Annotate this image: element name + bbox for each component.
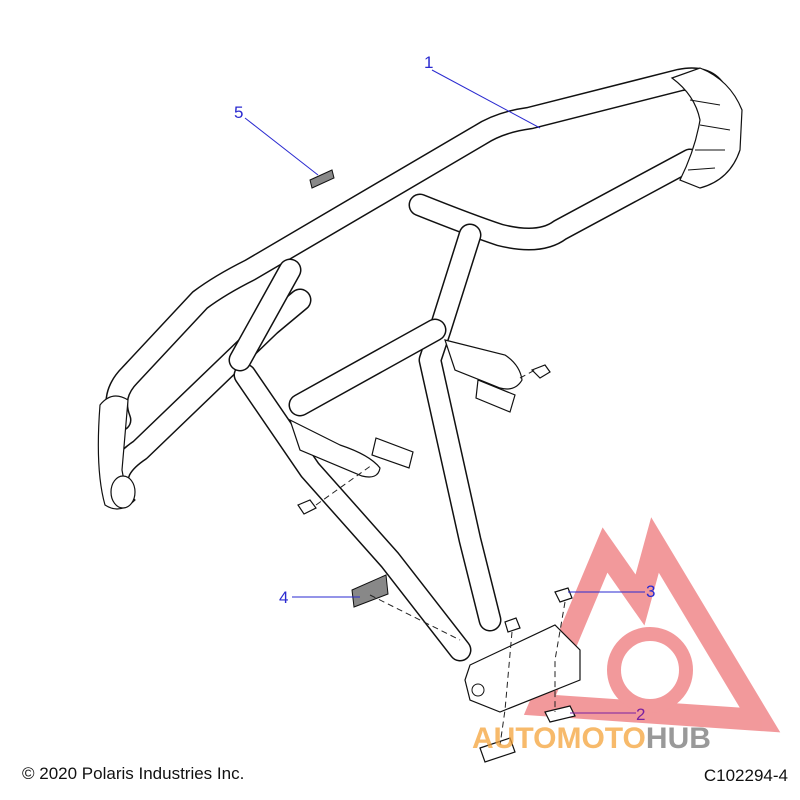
callout-2: 2 (636, 705, 645, 724)
clip-5 (309, 169, 335, 189)
bumper-frame (97, 67, 743, 713)
svg-text:AUTOMOTOHUB: AUTOMOTOHUB (472, 722, 711, 755)
watermark-automoto: AUTOMOTO (472, 722, 646, 755)
bolt-right-tab (530, 364, 551, 379)
plate-2 (544, 705, 576, 723)
callout-leaders (244, 69, 645, 714)
callout-5: 5 (234, 103, 243, 122)
plate-4 (351, 574, 389, 608)
bolt-left-tab (297, 499, 317, 515)
copyright-text: © 2020 Polaris Industries Inc. (22, 764, 245, 783)
watermark-logo (523, 517, 781, 733)
watermark-text: AUTOMOTOHUB (472, 722, 711, 755)
plate-bottom-left (479, 737, 516, 763)
bolt-bracket-left (504, 617, 521, 633)
hardware (297, 169, 576, 763)
callout-4: 4 (279, 588, 288, 607)
bolt-bracket-right (554, 587, 573, 603)
nut-plate-left (371, 437, 414, 469)
callout-3: 3 (646, 582, 655, 601)
watermark-hub: HUB (646, 722, 711, 755)
callout-1: 1 (424, 53, 433, 72)
figure-id: C102294-4 (703, 766, 788, 785)
nut-plate-right (475, 379, 516, 413)
